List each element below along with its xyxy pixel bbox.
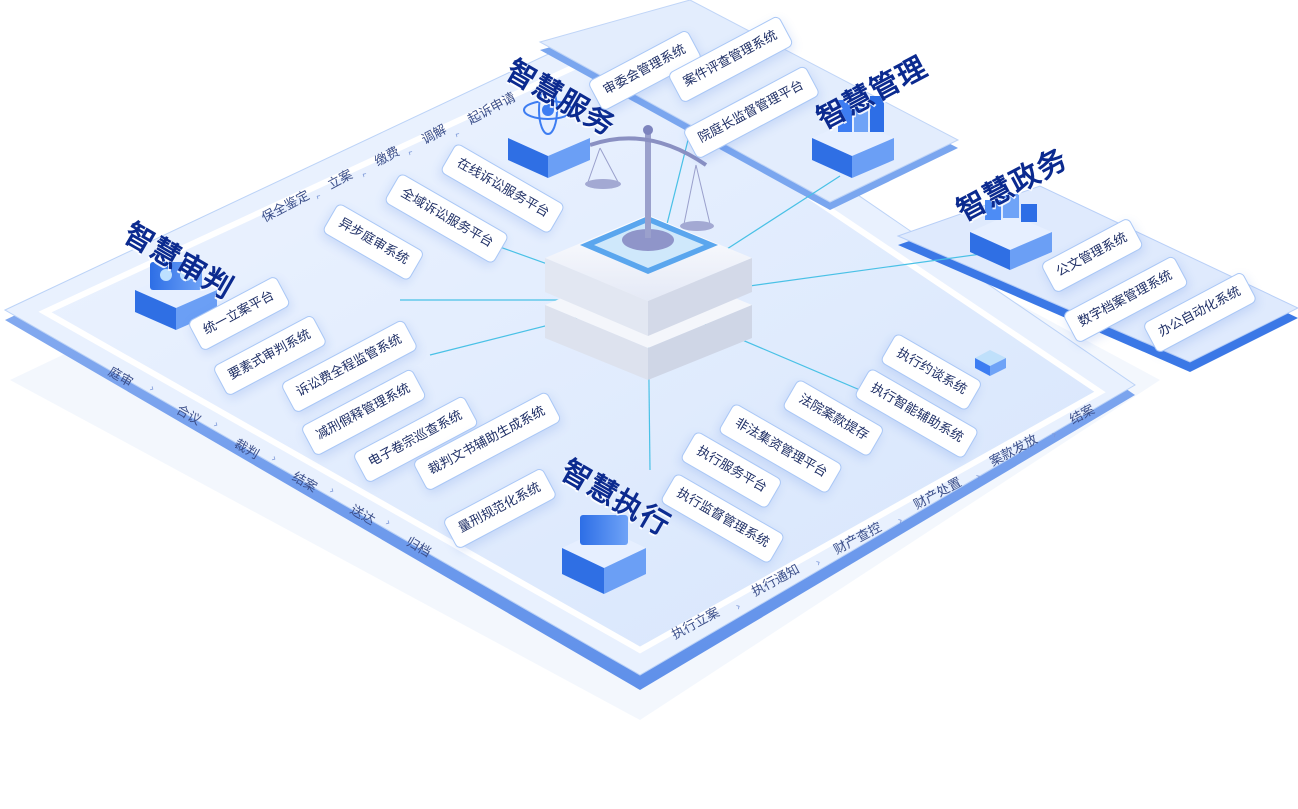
main-platform	[3, 24, 1136, 690]
manage-building-icon	[812, 96, 894, 178]
exec-small-cube-icon	[975, 350, 1006, 376]
service-building-icon	[508, 85, 590, 178]
trial-building-icon	[135, 262, 217, 330]
gov-building-icon	[970, 194, 1052, 270]
scales-of-justice-icon	[585, 125, 714, 251]
exec-building-icon	[562, 515, 646, 594]
